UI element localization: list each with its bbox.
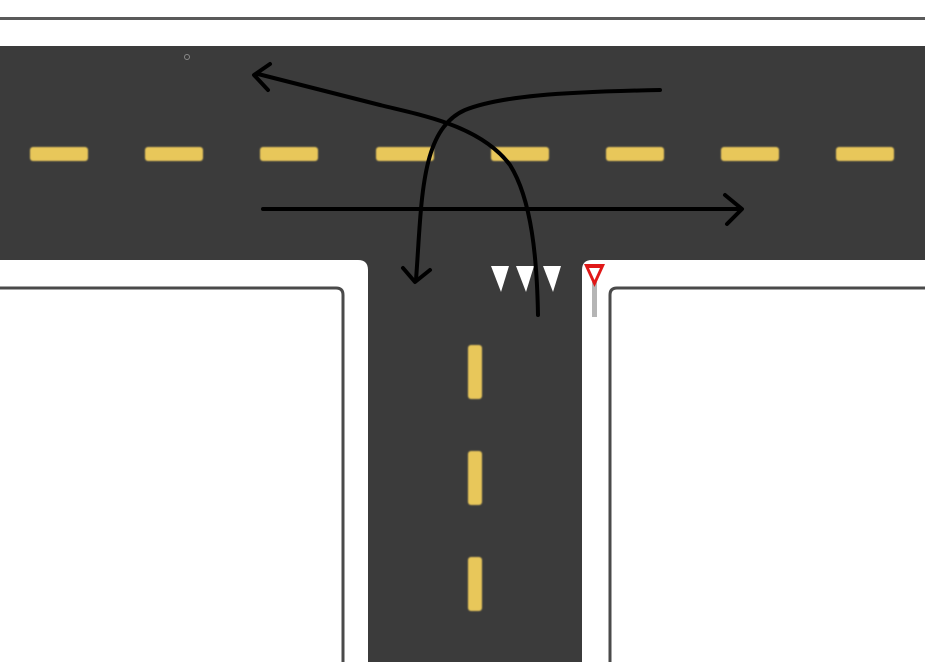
yield-triangle [491, 266, 509, 292]
yield-line-markings [491, 266, 561, 292]
lane-dash [468, 345, 482, 399]
arrow-head [252, 62, 272, 92]
main-road [0, 46, 925, 260]
arrow-left-turn-from-westbound [401, 88, 662, 284]
yield-sign-face [589, 268, 600, 280]
curb-lines [0, 286, 925, 662]
lane-dash [468, 557, 482, 611]
lane-dash [468, 451, 482, 505]
lane-dash [145, 147, 203, 161]
lane-dash [260, 147, 318, 161]
arrow-head [401, 266, 432, 284]
yield-triangle [543, 266, 561, 292]
arrow-through-eastbound [261, 193, 744, 226]
curb-left [0, 286, 345, 662]
arrow-shaft [414, 88, 662, 282]
movement-arrows [252, 62, 744, 317]
lane-dash [836, 147, 894, 161]
curb-right [608, 286, 925, 662]
corner-right [582, 260, 592, 270]
arrow-shaft [256, 72, 540, 317]
top-boundary-line [0, 17, 925, 20]
arrow-left-turn-from-side-road [252, 62, 540, 317]
lane-dash [376, 147, 434, 161]
lane-dash [30, 147, 88, 161]
sign-post [592, 282, 597, 317]
lane-dash [606, 147, 664, 161]
arrow-head [723, 193, 744, 226]
side-road-center-dashes [468, 345, 482, 611]
yield-sign-icon [584, 264, 605, 317]
lane-dash [721, 147, 779, 161]
marker-dot [184, 54, 190, 60]
yield-triangle [516, 266, 534, 292]
main-road-center-dashes [30, 147, 894, 161]
corner-left [358, 260, 368, 270]
